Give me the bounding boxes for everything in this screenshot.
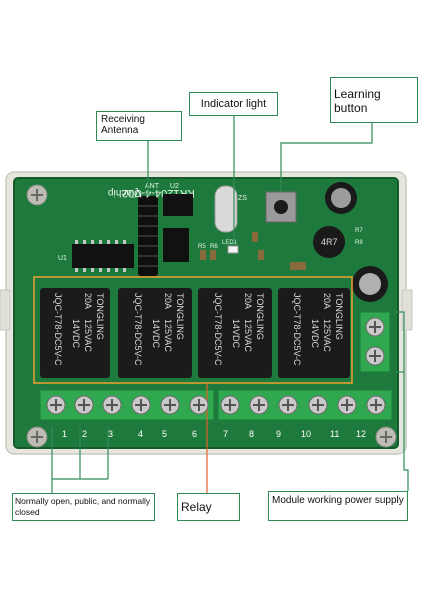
pin-labels: 1 2 3 4 5 6 7 8 9 10 11 12 [62,429,366,439]
pin-label: 11 [330,429,339,439]
callout-text: Module working power supply [272,495,404,506]
terminal-screw-icon [46,395,66,415]
pin-label: 2 [82,429,87,439]
ic-pins [75,240,126,272]
silk-r6: R6 [210,244,218,250]
antenna-coil [138,196,158,276]
callout-receiving-antenna: Receiving Antenna [96,111,182,141]
relay-rating: 125VAC [322,319,332,352]
callout-text: Receiving Antenna [101,114,145,136]
relay-model: JQC-T78-DC5V-C [213,293,223,366]
power-terminal-block [359,311,391,373]
pin-label: 3 [108,429,113,439]
crystal-label: ZS [238,195,247,202]
relay-brand: TONGLING [334,293,344,340]
relay-brand: TONGLING [95,293,105,340]
inductor: 4R7 [313,226,345,258]
relay-rating: 125VAC [243,319,253,352]
silk-r5: R5 [198,244,206,250]
ic-chip [163,228,189,262]
terminal-screw-icon [337,395,357,415]
relay-group [40,288,350,378]
terminal-screw-icon [278,395,298,415]
callout-indicator-light: Indicator light [189,92,278,116]
callout-learning-button: Learning button [330,77,418,123]
terminal-screw-icon [308,395,328,415]
relay-rating: 125VAC [83,319,93,352]
callout-text: Indicator light [200,98,267,110]
relay-highlight [33,276,353,384]
smd-components [200,232,306,270]
capacitor [325,182,357,214]
callout-relay: Relay [177,493,240,521]
relay-rating: 20A [163,293,173,309]
inductor-label: 4R7 [321,237,338,247]
output-terminal-strip [39,389,393,421]
terminal-screw-icon [189,395,209,415]
pin-label: 9 [276,429,281,439]
pcb-edge [13,177,399,449]
relay-model: JQC-T78-DC5V-C [292,293,302,366]
relay-model: JQC-T78-DC5V-C [53,293,63,366]
pin-label: 6 [192,429,197,439]
relay-model: JQC-T78-DC5V-C [133,293,143,366]
terminal-screw-icon [131,395,151,415]
silk-r8: R8 [355,240,363,246]
relay-rating: 125VAC [163,319,173,352]
relay-rating: 14VDC [151,319,161,349]
screw-icon [375,426,397,448]
callout-power-supply: Module working power supply [268,491,408,521]
power-leader [395,311,409,491]
ic-chip [72,244,134,268]
silk-u1: U1 [58,255,67,262]
silk-u2: U2 [170,183,179,190]
pin-label: 8 [249,429,254,439]
pin-label: 10 [301,429,311,439]
relay [40,288,110,378]
relay [198,288,272,378]
board-brand: Qiachip [108,187,142,198]
terminal-screw-icon [220,395,240,415]
relay-rating: 20A [83,293,93,309]
pin-label: 4 [138,429,143,439]
callout-contacts: Normally open, public, and normally clos… [12,493,155,521]
callout-text: Relay [181,500,212,514]
pin-label: 5 [162,429,167,439]
screw-icon [26,184,48,206]
terminal-screw-icon [74,395,94,415]
callout-text: Normally open, public, and normally clos… [15,496,151,517]
pin-label: 12 [356,429,366,439]
silk-r7: R7 [355,228,363,234]
capacitor [352,266,388,302]
enclosure-left-tab [0,289,11,331]
relay [118,288,192,378]
ic-chip [163,194,193,216]
screw-icon [26,426,48,448]
relay-rating: 14VDC [71,319,81,349]
relay-rating: 14VDC [231,319,241,349]
relay-rating: 14VDC [310,319,320,349]
terminal-screw-icon [366,395,386,415]
enclosure-right-tab [401,289,413,331]
terminal-screw-icon [160,395,180,415]
silk-led: LED1 [222,240,238,246]
relay-brand: TONGLING [175,293,185,340]
silk-ant: ANT [145,183,160,190]
indicator-led [227,245,239,254]
learning-leader [280,123,373,192]
relay-brand: TONGLING [255,293,265,340]
terminal-screw-icon [102,395,122,415]
relay-rating: 20A [243,293,253,309]
callout-text: Learning button [334,87,381,115]
relay-rating: 20A [322,293,332,309]
crystal [214,185,238,233]
terminal-screw-icon [249,395,269,415]
leader-lines [51,116,409,493]
relay [278,288,350,378]
pin-label: 7 [223,429,228,439]
pin-label: 1 [62,429,67,439]
